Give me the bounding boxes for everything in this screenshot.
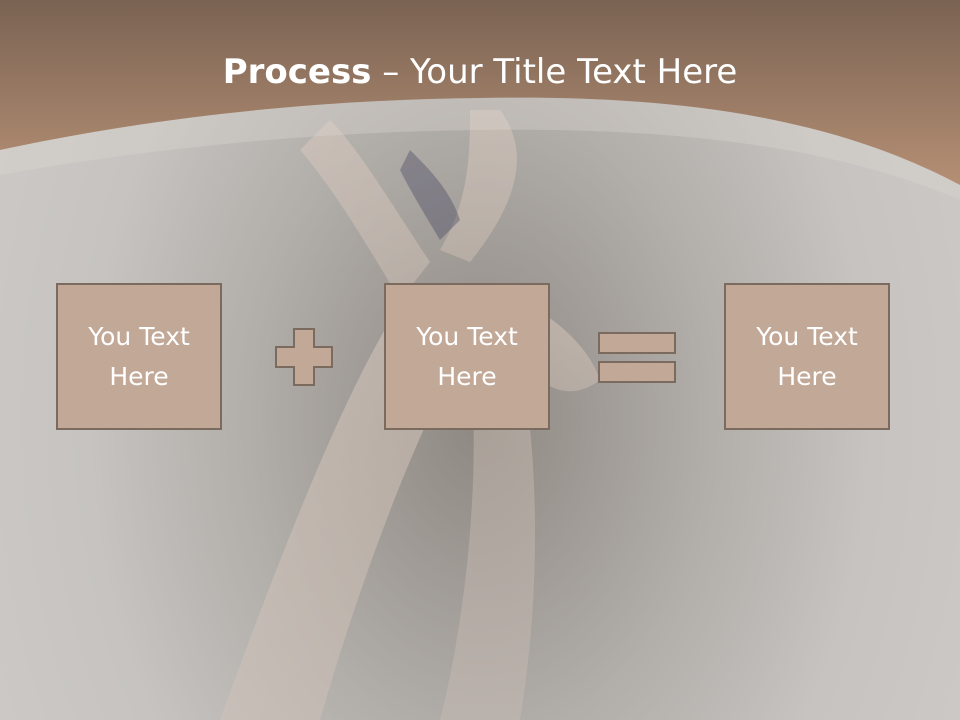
process-box-1-text: You Text Here [69, 317, 209, 397]
process-box-2[interactable]: You Text Here [384, 283, 550, 430]
slide-title: Process – Your Title Text Here [0, 52, 960, 92]
process-box-1[interactable]: You Text Here [56, 283, 222, 430]
process-box-1-line1: You Text [88, 321, 190, 351]
process-box-2-line2: Here [437, 361, 497, 391]
equals-icon [598, 332, 676, 383]
process-box-1-line2: Here [109, 361, 169, 391]
process-box-3-line1: You Text [756, 321, 858, 351]
header-band [0, 0, 960, 200]
process-box-3-line2: Here [777, 361, 837, 391]
process-box-2-text: You Text Here [397, 317, 537, 397]
process-box-2-line1: You Text [416, 321, 518, 351]
plus-icon [275, 328, 333, 386]
process-box-3[interactable]: You Text Here [724, 283, 890, 430]
slide-title-rest: – Your Title Text Here [371, 52, 738, 92]
process-box-3-text: You Text Here [737, 317, 877, 397]
slide-title-bold: Process [222, 52, 372, 92]
